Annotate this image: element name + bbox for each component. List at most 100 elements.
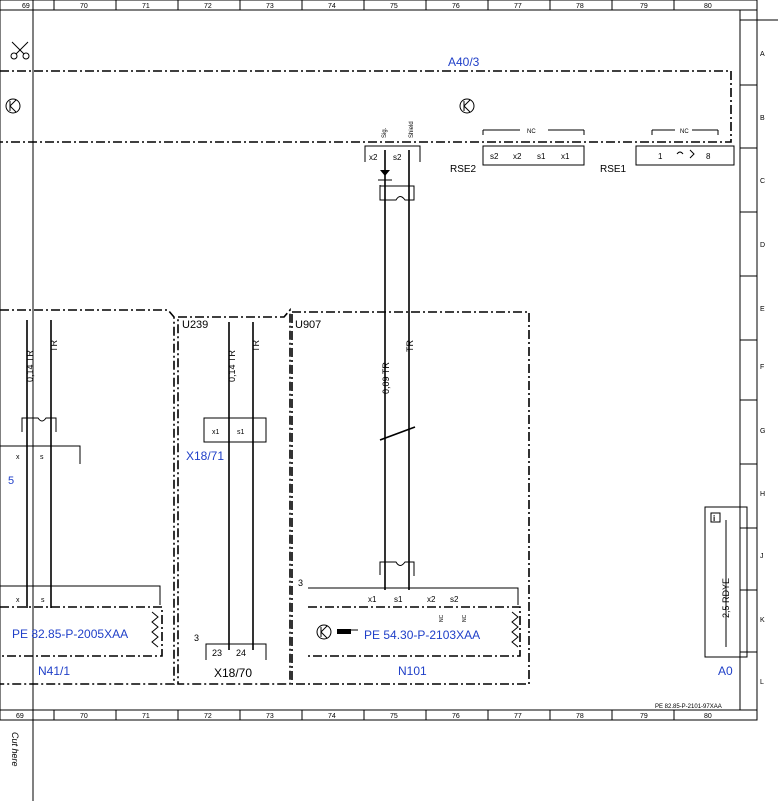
row-l: L xyxy=(760,679,764,686)
cut-here-label: Cut here xyxy=(10,732,20,767)
col-78: 78 xyxy=(576,3,584,10)
label-a0: A0 xyxy=(718,664,733,678)
row-j: J xyxy=(760,553,764,560)
nc-label: NC xyxy=(439,614,445,622)
footer-col-80: 80 xyxy=(704,713,712,720)
row-b: B xyxy=(760,115,765,122)
row-g: G xyxy=(760,428,765,435)
footer-col-73: 73 xyxy=(266,713,274,720)
row-d: D xyxy=(760,242,765,249)
nc-label: NC xyxy=(680,129,689,135)
pin-x: x xyxy=(16,597,20,604)
pin-x2: x2 xyxy=(427,595,436,604)
connector-rse2: NC s2 x2 s1 x1 RSE2 xyxy=(450,129,585,175)
pin-label-shield: Shield xyxy=(409,121,415,138)
module-a0: i 2,5 RDYE A0 xyxy=(704,506,748,678)
label-n41-1: N41/1 xyxy=(38,664,70,678)
pin-x1: x1 xyxy=(212,429,220,436)
footer-col-72: 72 xyxy=(204,713,212,720)
pin-1: 1 xyxy=(658,152,663,161)
wire-014tr: 0,14 TR xyxy=(25,350,35,382)
row-e: E xyxy=(760,306,765,313)
pin-s2: s2 xyxy=(490,152,499,161)
pin-x2: x2 xyxy=(513,152,522,161)
col-71: 71 xyxy=(142,3,150,10)
connector-rse1: NC 1 8 RSE1 xyxy=(600,129,735,175)
pin-s1: s1 xyxy=(394,595,403,604)
footer-col-79: 79 xyxy=(640,713,648,720)
pin-label-sig: Sig. xyxy=(382,127,388,138)
wire-009tr: 0,09 TR xyxy=(381,362,391,394)
header-column-labels: 69 70 71 72 73 74 75 76 77 78 79 80 xyxy=(22,3,712,10)
pin-s2: s2 xyxy=(393,153,402,162)
col-70: 70 xyxy=(80,3,88,10)
label-rse1: RSE1 xyxy=(600,164,627,175)
row-k: K xyxy=(760,617,765,624)
row-f: F xyxy=(760,364,764,371)
col-73: 73 xyxy=(266,3,274,10)
col-80: 80 xyxy=(704,3,712,10)
footer-col-71: 71 xyxy=(142,713,150,720)
pin-s1: s1 xyxy=(537,152,546,161)
scissors-icon xyxy=(10,41,30,60)
pin-24: 24 xyxy=(236,648,246,658)
col-75: 75 xyxy=(390,3,398,10)
module-u907: U907 3 x1 s1 x2 s2 NC NC PE 54.30-P-2103… xyxy=(291,311,530,685)
col-69: 69 xyxy=(22,3,30,10)
row-letters: A B C D E F G H J K L xyxy=(740,51,765,686)
pin-8: 8 xyxy=(706,152,711,161)
pin-s: s xyxy=(41,597,45,604)
pin-3: 3 xyxy=(298,578,303,588)
pin-x1: x1 xyxy=(561,152,570,161)
transistor-icon xyxy=(459,98,475,114)
col-79: 79 xyxy=(640,3,648,10)
label-u907: U907 xyxy=(295,319,321,331)
ref-n41: PE 82.85-P-2005XAA xyxy=(12,627,128,641)
label-a40-3: A40/3 xyxy=(448,55,480,69)
row-c: C xyxy=(760,178,765,185)
pin-s1: s1 xyxy=(237,429,245,436)
wire-25rdye: 2,5 RDYE xyxy=(721,578,731,618)
label-x18-71: X18/71 xyxy=(186,449,224,463)
label-n101: N101 xyxy=(398,664,427,678)
sheet-reference: PE 82.85-P-2101-97XAA xyxy=(655,704,722,710)
shielded-cable: 0,09 TR TR xyxy=(378,150,416,590)
transistor-icon xyxy=(5,98,21,114)
nc-label: NC xyxy=(462,614,468,622)
footer-col-78: 78 xyxy=(576,713,584,720)
pin-3: 3 xyxy=(194,633,199,643)
col-72: 72 xyxy=(204,3,212,10)
wire-014tr: 0,14 TR xyxy=(227,350,237,382)
label-x18-70: X18/70 xyxy=(214,666,252,680)
pin-x2: x2 xyxy=(369,153,378,162)
nc-label: NC xyxy=(527,129,536,135)
col-76: 76 xyxy=(452,3,460,10)
pin-s: s xyxy=(40,454,44,461)
col-77: 77 xyxy=(514,3,522,10)
pointing-hand-icon xyxy=(337,629,358,634)
footer-col-76: 76 xyxy=(452,713,460,720)
module-n41-region: 0,14 TR TR x s 5 x s PE 82.85-P-2005XAA … xyxy=(0,309,175,685)
info-icon: i xyxy=(713,514,715,523)
pin-x: x xyxy=(16,454,20,461)
label-rse2: RSE2 xyxy=(450,164,477,175)
footer-col-70: 70 xyxy=(80,713,88,720)
connector-sig-shield: Sig. Shield x2 s2 xyxy=(364,121,421,162)
transistor-icon xyxy=(316,624,332,640)
ref-n101: PE 54.30-P-2103XAA xyxy=(364,628,480,642)
row-a: A xyxy=(760,51,765,58)
pin-x1: x1 xyxy=(368,595,377,604)
footer-col-74: 74 xyxy=(328,713,336,720)
footer-col-77: 77 xyxy=(514,713,522,720)
footer-column-labels: 69 70 71 72 73 74 75 76 77 78 79 80 xyxy=(16,713,712,720)
pin-s2: s2 xyxy=(450,595,459,604)
row-h: H xyxy=(760,491,765,498)
wire-tr: TR xyxy=(49,340,59,352)
col-74: 74 xyxy=(328,3,336,10)
wire-tr: TR xyxy=(251,340,261,352)
label-partial-5: 5 xyxy=(8,475,14,487)
wire-tr: TR xyxy=(405,340,415,352)
pin-23: 23 xyxy=(212,648,222,658)
